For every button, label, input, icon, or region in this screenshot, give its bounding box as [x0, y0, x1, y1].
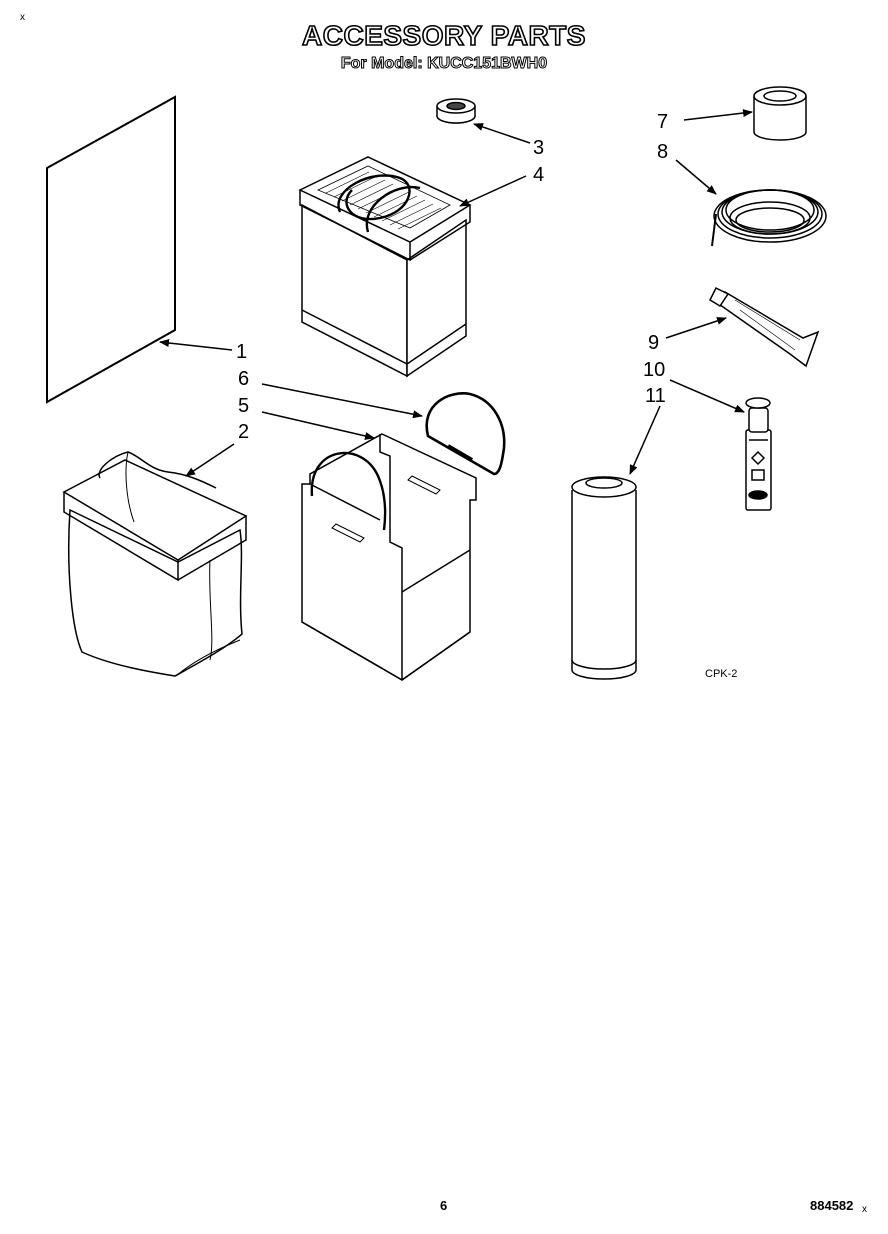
leader-11 — [629, 405, 661, 475]
callout-6: 6 — [238, 368, 250, 390]
leader-3 — [473, 123, 531, 144]
callout-2: 2 — [238, 421, 250, 443]
page-subtitle: For Model: KUCC151BWH0 — [340, 55, 548, 73]
leader-1 — [159, 339, 233, 351]
leader-10 — [669, 379, 745, 413]
callout-5: 5 — [238, 395, 250, 417]
callout-8: 8 — [657, 141, 669, 163]
part-1-panel — [46, 95, 176, 404]
callout-9: 9 — [648, 332, 660, 354]
part-8-cord-coil — [711, 189, 827, 247]
part-11-aerosol-can — [571, 476, 637, 680]
callout-10: 10 — [643, 359, 666, 381]
page-number: 6 — [440, 1198, 448, 1213]
part-9-tube — [709, 286, 820, 368]
part-7-roll — [753, 86, 807, 141]
part-5-frame — [301, 433, 477, 681]
leader-7 — [683, 109, 753, 121]
callout-3: 3 — [533, 137, 545, 159]
leader-2 — [185, 443, 235, 477]
callout-4: 4 — [533, 164, 545, 186]
document-number: 884582 — [810, 1198, 854, 1213]
part-4-bin — [298, 156, 472, 378]
callout-7: 7 — [657, 111, 669, 133]
part-2-bag — [62, 451, 248, 677]
part-3-cap — [436, 98, 476, 124]
leader-8 — [675, 159, 717, 195]
corner-mark: x — [20, 12, 25, 23]
end-mark: x — [862, 1204, 867, 1215]
leader-9 — [665, 317, 727, 339]
page-title: ACCESSORY PARTS — [301, 19, 586, 52]
part-10-applicator — [745, 397, 772, 511]
callout-1: 1 — [236, 341, 248, 363]
callout-11: 11 — [645, 385, 666, 407]
leader-lines — [159, 109, 753, 477]
leader-6 — [261, 383, 423, 419]
part-6-handle — [425, 392, 506, 476]
leader-4 — [459, 175, 527, 207]
leader-5 — [261, 411, 375, 440]
diagram-code: CPK-2 — [705, 668, 738, 680]
